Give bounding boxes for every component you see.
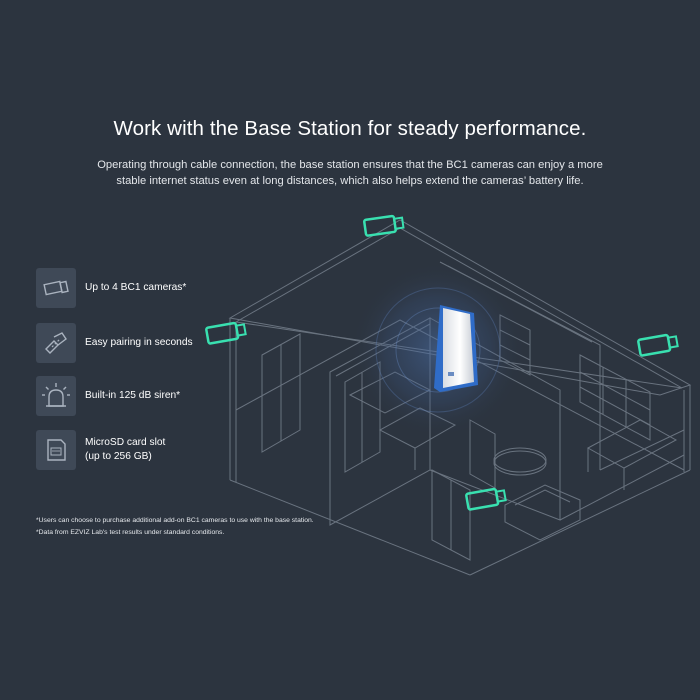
feature-label: Up to 4 BC1 cameras* <box>85 282 187 293</box>
sd-card-icon <box>36 430 76 470</box>
feature-label: Built-in 125 dB siren* <box>85 390 181 401</box>
camera-left-icon <box>205 321 247 345</box>
headline: Work with the Base Station for steady pe… <box>113 117 587 140</box>
camera-right-icon <box>637 333 679 357</box>
footnote: *Users can choose to purchase additional… <box>36 517 314 524</box>
house-illustration <box>205 214 692 576</box>
footnote: *Data from EZVIZ Lab's test results unde… <box>36 529 225 536</box>
subtitle: Operating through cable connection, the … <box>97 159 603 187</box>
feature-sublabel: (up to 256 GB) <box>85 451 152 462</box>
camera-top-icon <box>363 214 405 237</box>
pairing-icon <box>36 323 76 363</box>
base-station-icon <box>434 305 478 392</box>
feature-item-sd-card: MicroSD card slot (up to 256 GB) <box>36 430 336 470</box>
feature-item-pairing: Easy pairing in seconds <box>36 323 336 363</box>
camera-bottom-icon <box>465 487 507 511</box>
feature-label: Easy pairing in seconds <box>85 337 193 348</box>
feature-item-siren: Built-in 125 dB siren* <box>36 376 336 416</box>
feature-item-cameras: Up to 4 BC1 cameras* <box>36 268 336 308</box>
feature-label: MicroSD card slot <box>85 437 166 448</box>
footnotes: *Users can choose to purchase additional… <box>36 515 314 539</box>
siren-icon <box>36 376 76 416</box>
camera-icon <box>36 268 76 308</box>
